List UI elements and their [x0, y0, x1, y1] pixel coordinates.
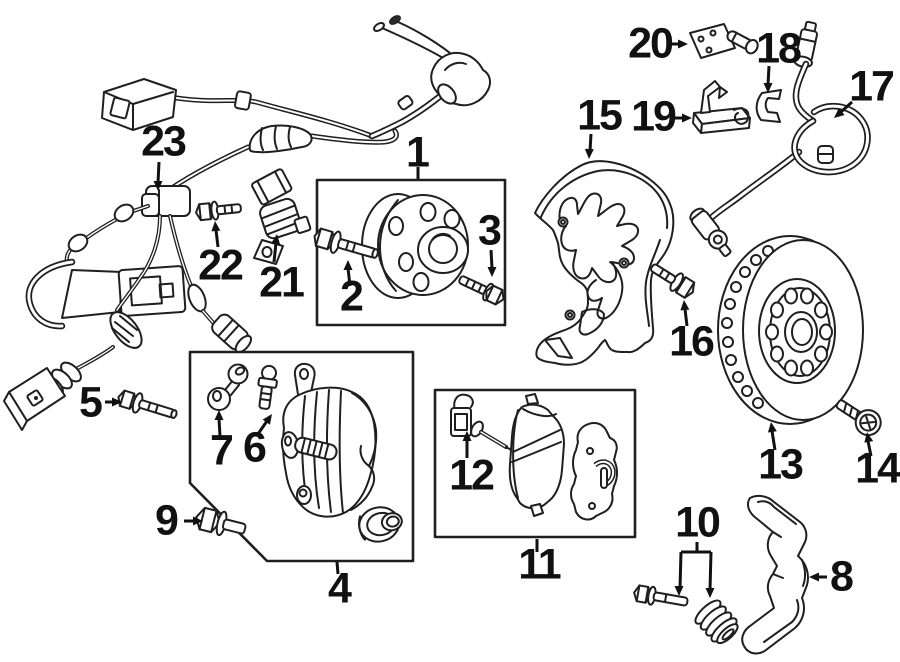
inner-brake-pad [508, 393, 565, 517]
caliper-bracket-drawing [741, 494, 809, 655]
callout-3[interactable]: 3 [478, 206, 502, 255]
hose-bracket-19 [692, 80, 751, 134]
guide-pin-boot-10 [694, 599, 739, 645]
harness-boot-b [109, 311, 143, 349]
wear-sensor-12 [450, 393, 514, 452]
brake-rotor-drawing [717, 235, 864, 425]
bracket-bolt-9 [195, 506, 247, 537]
harness-barrel-connector [211, 313, 253, 354]
abs-wiring-harness-drawing [3, 15, 492, 431]
speed-sensor-21 [251, 168, 312, 265]
shield-bolt-16 [650, 263, 696, 299]
guide-pin-10 [633, 584, 689, 607]
callout-17[interactable]: 17 [849, 62, 895, 111]
hose-bracket-20 [689, 23, 759, 59]
callout-5[interactable]: 5 [79, 378, 103, 427]
callout-1[interactable]: 1 [406, 128, 430, 177]
callout-20[interactable]: 20 [628, 19, 674, 68]
callout-19[interactable]: 19 [631, 92, 677, 141]
harness-elbow-neck [61, 269, 123, 319]
hub-bolt-2 [313, 227, 379, 259]
brake-pads-box [433, 388, 637, 539]
callout-14[interactable]: 14 [855, 444, 900, 493]
caliper-bolt-5 [117, 389, 178, 419]
callout-7[interactable]: 7 [210, 426, 234, 475]
callout-6[interactable]: 6 [243, 423, 267, 472]
callout-8[interactable]: 8 [830, 552, 854, 601]
caliper-piston-drawing [358, 506, 403, 543]
callout-13[interactable]: 13 [758, 440, 804, 489]
callout-4[interactable]: 4 [328, 564, 352, 613]
splash-shield-drawing [534, 160, 675, 366]
caliper-box [188, 350, 415, 563]
callout-22[interactable]: 22 [198, 241, 244, 290]
banjo-fitting [689, 207, 732, 258]
harness-plug-connector [101, 78, 177, 131]
bleeder-valve-7 [207, 363, 249, 411]
callout-10[interactable]: 10 [675, 498, 721, 547]
harness-sensor-head [373, 15, 492, 107]
brake-hose-drawing [689, 20, 871, 258]
hub-assembly-box [313, 178, 507, 327]
harness-junction-grommet [141, 185, 191, 217]
callout-9[interactable]: 9 [155, 496, 179, 545]
callout-leaders [105, 39, 874, 598]
outer-brake-pad [570, 421, 618, 521]
caliper-bridge-slot [294, 436, 338, 461]
rotor-screw-14 [835, 399, 882, 437]
hose-clip-18 [755, 89, 782, 123]
harness-end-plug [3, 367, 66, 431]
guide-bolt-6 [257, 364, 278, 410]
callout-18[interactable]: 18 [756, 24, 802, 73]
wheel-hub-drawing [361, 193, 469, 299]
callout-21[interactable]: 21 [259, 258, 305, 307]
callout-11[interactable]: 11 [518, 540, 561, 589]
brake-caliper-drawing [280, 362, 378, 518]
hub-bolt-3 [458, 275, 505, 306]
callout-12[interactable]: 12 [449, 451, 495, 500]
sensor-bolt-22 [195, 200, 242, 222]
callout-2[interactable]: 2 [340, 272, 364, 321]
callout-16[interactable]: 16 [669, 317, 715, 366]
callout-15[interactable]: 15 [577, 91, 623, 140]
callout-23[interactable]: 23 [141, 117, 187, 166]
